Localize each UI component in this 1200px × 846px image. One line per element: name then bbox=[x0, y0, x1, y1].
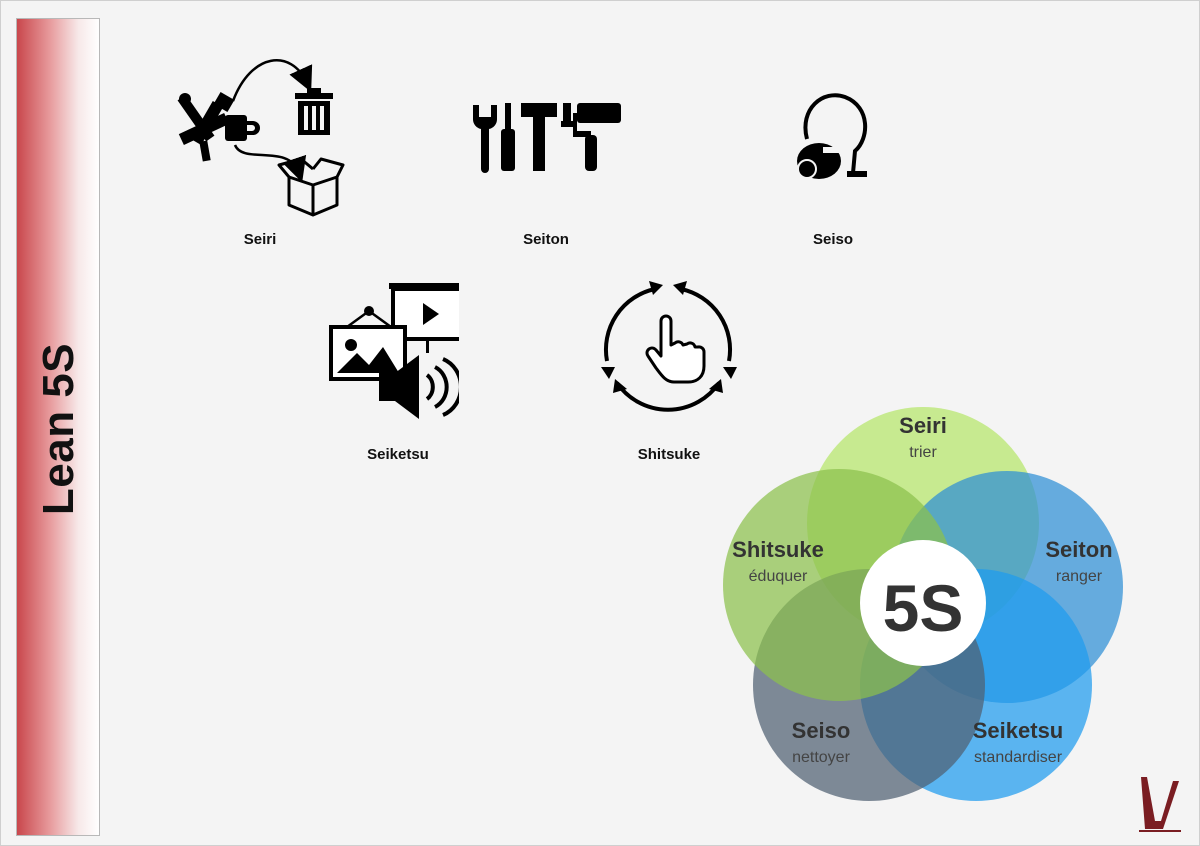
vacuum-cleaner-icon bbox=[793, 89, 873, 183]
media-standards-icon bbox=[327, 281, 459, 421]
sort-discard-icon bbox=[171, 53, 351, 223]
venn-label-seiri: Seiri bbox=[899, 413, 947, 438]
venn-label-seiso: Seiso bbox=[792, 718, 851, 743]
icon-label-shitsuke: Shitsuke bbox=[637, 446, 701, 463]
venn-label-shitsuke: Shitsuke bbox=[732, 537, 824, 562]
venn-sub-seiri: trier bbox=[909, 444, 937, 461]
tools-set-icon bbox=[467, 99, 627, 173]
icon-label-seiso: Seiso bbox=[812, 231, 854, 248]
cycle-hand-icon bbox=[597, 279, 741, 419]
venn-center-label: 5S bbox=[883, 571, 964, 645]
venn-sub-shitsuke: éduquer bbox=[749, 568, 808, 585]
icon-label-seiketsu: Seiketsu bbox=[367, 446, 429, 463]
venn-sub-seiketsu: standardiser bbox=[974, 749, 1063, 766]
venn-label-seiton: Seiton bbox=[1045, 537, 1112, 562]
icon-label-seiton: Seiton bbox=[523, 231, 569, 248]
venn-center-circle bbox=[860, 540, 986, 666]
icon-label-seiri: Seiri bbox=[243, 231, 277, 248]
brand-logo-icon bbox=[1139, 777, 1181, 832]
venn-sub-seiton: ranger bbox=[1056, 568, 1103, 585]
sidebar bbox=[16, 18, 100, 836]
venn-label-seiketsu: Seiketsu bbox=[973, 718, 1064, 743]
venn-sub-seiso: nettoyer bbox=[792, 749, 850, 766]
